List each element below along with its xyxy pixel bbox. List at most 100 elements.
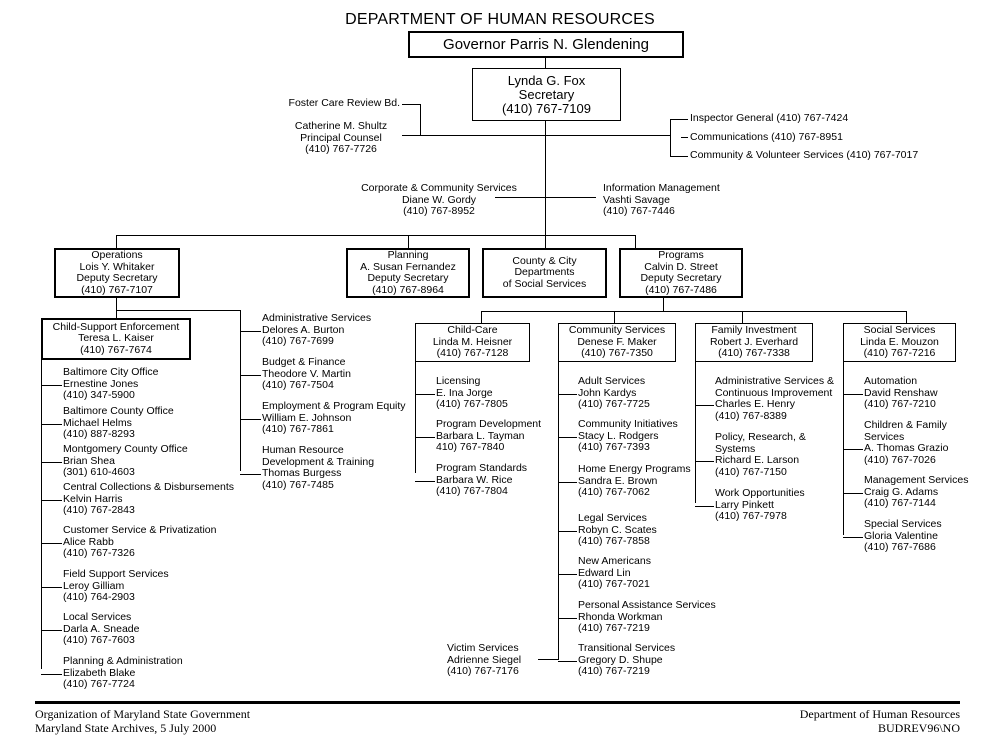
connector (240, 418, 261, 420)
connector (495, 197, 596, 198)
connector (240, 374, 261, 376)
list-item-line: (410) 767-8389 (715, 409, 787, 422)
list-item-line: Larry Pinkett (715, 498, 774, 511)
list-item-line: Employment & Program Equity (262, 400, 406, 412)
list-item-line: Systems (715, 442, 756, 455)
connector (415, 393, 435, 395)
connector (742, 311, 743, 323)
list-item-line: David Renshaw (864, 386, 938, 399)
connector (240, 474, 261, 475)
connector (545, 58, 546, 69)
list-item-line: Gregory D. Shupe (578, 653, 663, 666)
list-item-line: Ernestine Jones (63, 377, 139, 390)
list-item-line: Personal Assistance Services (578, 599, 716, 611)
connector (420, 104, 421, 135)
list-item-line: Services (864, 430, 905, 443)
list-item-line: Montgomery County Office (63, 443, 188, 455)
list-item-line: Planning & Administration (63, 655, 183, 667)
list-item-line: William E. Johnson (262, 411, 352, 424)
list-item-line: (410) 767-7699 (262, 335, 334, 347)
list-item-line: (410) 767-7021 (578, 578, 650, 590)
list-item-line: Barbara L. Tayman (436, 429, 525, 442)
connector (670, 119, 688, 120)
list-item-line: Legal Services (578, 512, 647, 524)
list-item-line: Field Support Services (63, 568, 169, 580)
list-item-line: (410) 767-7725 (578, 398, 650, 410)
list-item-line: Rhonda Workman (578, 610, 663, 623)
list-item-line: Kelvin Harris (63, 492, 123, 505)
connector (558, 573, 577, 575)
connector (415, 362, 416, 473)
list-item-line: (410) 767-7724 (63, 678, 135, 690)
list-item-line: Brian Shea (63, 454, 115, 467)
list-item-line: Robyn C. Scates (578, 523, 657, 536)
list-item-line: Delores A. Burton (262, 323, 345, 336)
connector (41, 423, 62, 425)
list-item-line: (410) 347-5900 (63, 389, 135, 401)
connector (843, 449, 863, 450)
connector (695, 461, 714, 462)
foster-care-review-board: Foster Care Review Bd. (288, 97, 400, 109)
list-item-line: (410) 767-7393 (578, 441, 650, 453)
connector (402, 135, 670, 136)
list-item-line: Budget & Finance (262, 356, 346, 368)
list-item-line: Baltimore City Office (63, 366, 159, 378)
list-item-line: (410) 767-7144 (864, 497, 936, 509)
list-item-line: Edward Lin (578, 566, 631, 579)
secretary-phone: (410) 767-7109 (502, 100, 591, 116)
list-item-line: (410) 767-7978 (715, 510, 787, 522)
list-item: Administrative Services &Continuous Impr… (715, 375, 834, 422)
list-item-line: Local Services (63, 611, 132, 623)
connector (558, 530, 577, 532)
list-item-line: (410) 764-2903 (63, 591, 135, 603)
list-item-line: Elizabeth Blake (63, 666, 136, 679)
connector (481, 311, 482, 323)
connector (558, 393, 577, 395)
connector (843, 362, 844, 535)
list-item-line: (301) 610-4603 (63, 466, 135, 478)
connector (41, 360, 42, 669)
secretary-box: Lynda G. Fox Secretary (410) 767-7109 (472, 68, 621, 121)
list-item-line: Theodore V. Martin (262, 367, 351, 380)
list-item-line: Leroy Gilliam (63, 579, 125, 592)
list-item-line: Central Collections & Disbursements (63, 481, 234, 493)
connector (41, 461, 62, 463)
list-item-line: A. Thomas Grazio (864, 442, 949, 454)
list-item-line: Stacy L. Rodgers (578, 429, 659, 442)
connector (558, 436, 577, 438)
secretary-name: Lynda G. Fox (507, 72, 586, 88)
footer-left: Organization of Maryland State Governmen… (35, 707, 251, 735)
connector (415, 436, 435, 438)
list-item-line: Adult Services (578, 375, 646, 387)
list-item-line: Program Standards (436, 462, 528, 474)
list-item-line: 410) 767-7840 (436, 441, 505, 453)
connector (41, 499, 62, 501)
connector (614, 311, 615, 323)
connector (558, 481, 577, 483)
connector (545, 235, 546, 249)
connector (116, 298, 117, 319)
list-item-line: Administrative Services (262, 312, 372, 324)
connector (670, 156, 688, 157)
list-item-line: (410) 767-7150 (715, 465, 787, 478)
list-item-line: (410) 767-7504 (262, 379, 334, 391)
